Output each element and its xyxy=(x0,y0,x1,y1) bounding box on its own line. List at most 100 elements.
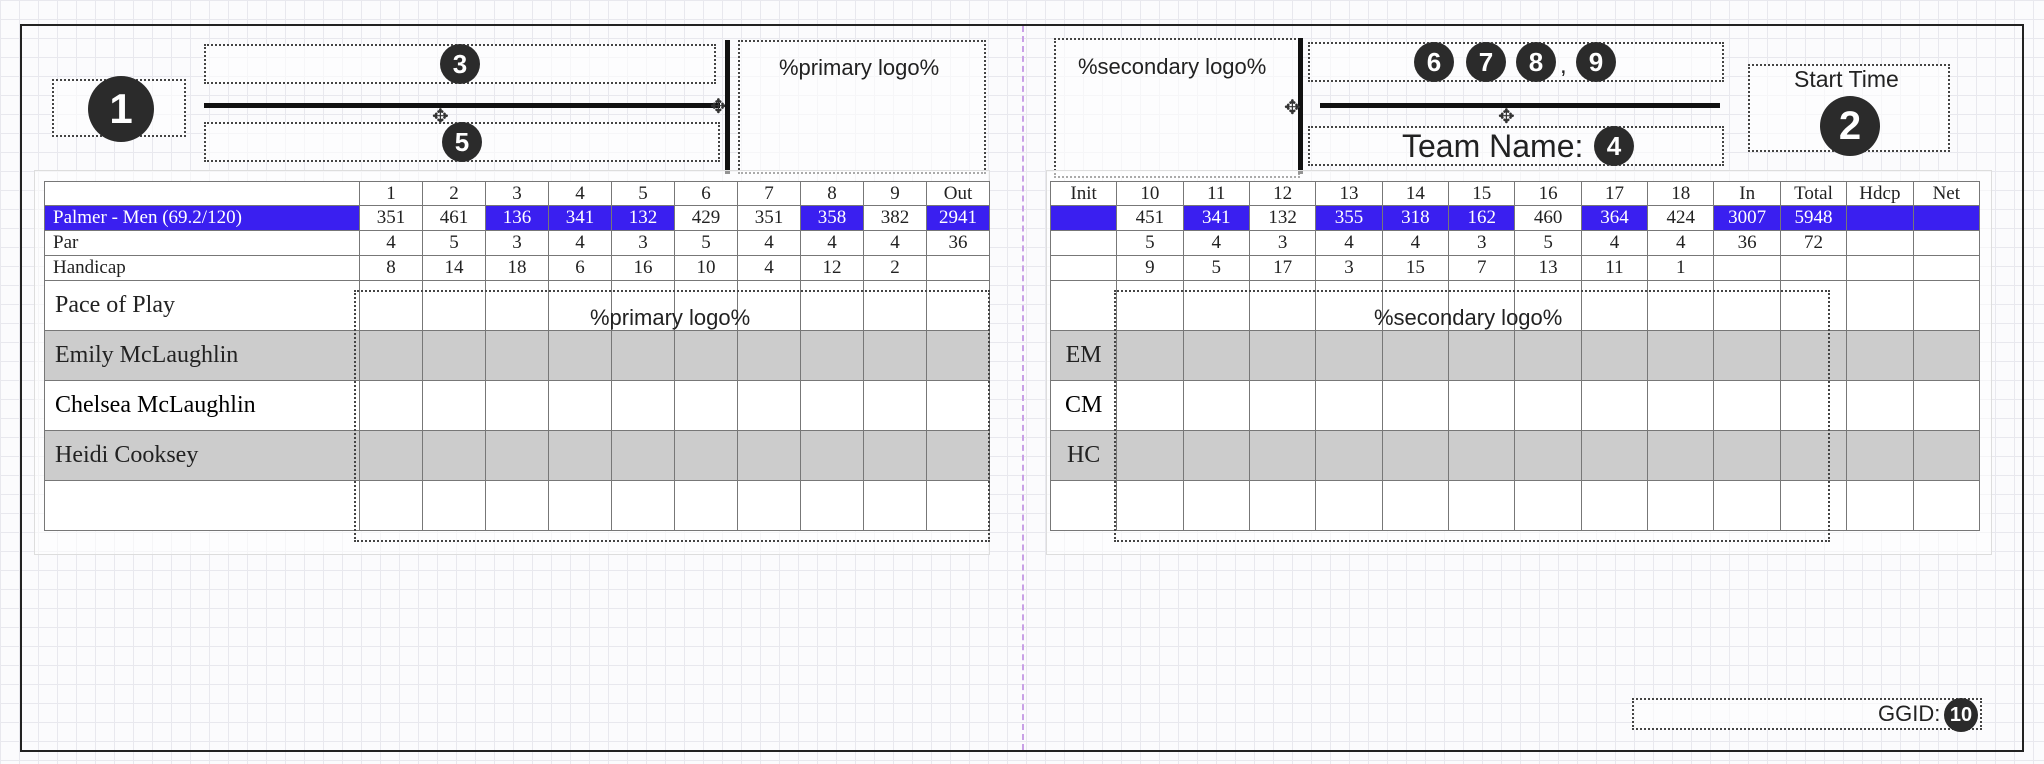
score-cell[interactable] xyxy=(1779,280,1848,331)
score-cell[interactable] xyxy=(737,480,801,531)
score-cell[interactable] xyxy=(1713,380,1781,431)
score-cell[interactable] xyxy=(1846,330,1914,381)
score-cell[interactable] xyxy=(1182,330,1250,381)
score-cell[interactable] xyxy=(485,280,549,331)
score-cell[interactable] xyxy=(1315,330,1383,381)
score-cell[interactable] xyxy=(1381,380,1450,431)
move-handle-icon[interactable]: ✥ xyxy=(710,96,727,118)
score-cell[interactable] xyxy=(1381,430,1450,481)
score-cell[interactable] xyxy=(1182,380,1250,431)
score-cell[interactable] xyxy=(359,280,423,331)
score-cell[interactable] xyxy=(1647,280,1715,331)
score-cell[interactable] xyxy=(1381,280,1450,331)
score-cell[interactable] xyxy=(1580,330,1649,381)
score-cell[interactable] xyxy=(1647,480,1715,531)
score-cell[interactable] xyxy=(1315,480,1383,531)
score-cell[interactable] xyxy=(926,330,990,381)
score-cell[interactable] xyxy=(1912,480,1981,531)
secondary-logo-box[interactable] xyxy=(1054,38,1300,178)
score-cell[interactable] xyxy=(1779,330,1848,381)
score-cell[interactable] xyxy=(548,280,612,331)
score-cell[interactable] xyxy=(1846,280,1914,331)
score-cell[interactable] xyxy=(674,430,738,481)
score-cell[interactable] xyxy=(1713,280,1781,331)
score-cell[interactable] xyxy=(800,280,864,331)
score-cell[interactable] xyxy=(863,330,927,381)
score-cell[interactable] xyxy=(548,330,612,381)
score-cell[interactable] xyxy=(1514,480,1582,531)
score-cell[interactable] xyxy=(1315,430,1383,481)
score-cell[interactable] xyxy=(926,280,990,331)
score-cell[interactable] xyxy=(1912,380,1981,431)
score-cell[interactable] xyxy=(674,330,738,381)
score-cell[interactable] xyxy=(422,330,486,381)
score-cell[interactable] xyxy=(800,480,864,531)
score-cell[interactable] xyxy=(1580,280,1649,331)
score-cell[interactable] xyxy=(1116,330,1184,381)
score-cell[interactable] xyxy=(611,280,675,331)
score-cell[interactable] xyxy=(1116,480,1184,531)
score-cell[interactable] xyxy=(1514,280,1582,331)
score-cell[interactable] xyxy=(1448,380,1516,431)
score-cell[interactable] xyxy=(1448,480,1516,531)
move-handle-icon[interactable]: ✥ xyxy=(1498,106,1515,128)
score-cell[interactable] xyxy=(1448,330,1516,381)
score-cell[interactable] xyxy=(1381,330,1450,381)
score-cell[interactable] xyxy=(1381,480,1450,531)
score-cell[interactable] xyxy=(1514,380,1582,431)
score-cell[interactable] xyxy=(1514,430,1582,481)
score-cell[interactable] xyxy=(800,430,864,481)
score-cell[interactable] xyxy=(1315,380,1383,431)
score-cell[interactable] xyxy=(1448,430,1516,481)
score-cell[interactable] xyxy=(1779,430,1848,481)
team-name-box[interactable] xyxy=(1308,126,1724,166)
score-cell[interactable] xyxy=(1912,330,1981,381)
score-cell[interactable] xyxy=(1248,380,1317,431)
score-cell[interactable] xyxy=(1846,480,1914,531)
score-cell[interactable] xyxy=(359,430,423,481)
score-cell[interactable] xyxy=(611,380,675,431)
score-cell[interactable] xyxy=(1713,430,1781,481)
score-cell[interactable] xyxy=(548,430,612,481)
score-cell[interactable] xyxy=(737,380,801,431)
score-cell[interactable] xyxy=(1315,280,1383,331)
field-slot-6-9[interactable] xyxy=(1308,42,1724,82)
score-cell[interactable] xyxy=(1248,280,1317,331)
score-cell[interactable] xyxy=(611,430,675,481)
score-cell[interactable] xyxy=(1182,430,1250,481)
score-cell[interactable] xyxy=(737,430,801,481)
score-cell[interactable] xyxy=(800,380,864,431)
score-cell[interactable] xyxy=(1182,280,1250,331)
score-cell[interactable] xyxy=(422,380,486,431)
ggid-box[interactable] xyxy=(1632,698,1982,730)
score-cell[interactable] xyxy=(485,330,549,381)
score-cell[interactable] xyxy=(1912,280,1981,331)
score-cell[interactable] xyxy=(800,330,864,381)
score-cell[interactable] xyxy=(422,480,486,531)
score-cell[interactable] xyxy=(611,480,675,531)
score-cell[interactable] xyxy=(359,330,423,381)
score-cell[interactable] xyxy=(1248,430,1317,481)
score-cell[interactable] xyxy=(863,380,927,431)
score-cell[interactable] xyxy=(548,480,612,531)
score-cell[interactable] xyxy=(1779,380,1848,431)
score-cell[interactable] xyxy=(1647,380,1715,431)
score-cell[interactable] xyxy=(1116,430,1184,481)
score-cell[interactable] xyxy=(1248,330,1317,381)
score-cell[interactable] xyxy=(926,430,990,481)
score-cell[interactable] xyxy=(863,430,927,481)
score-cell[interactable] xyxy=(863,280,927,331)
score-cell[interactable] xyxy=(1116,380,1184,431)
score-cell[interactable] xyxy=(926,380,990,431)
score-cell[interactable] xyxy=(1514,330,1582,381)
score-cell[interactable] xyxy=(1779,480,1848,531)
score-cell[interactable] xyxy=(485,430,549,481)
score-cell[interactable] xyxy=(1713,480,1781,531)
score-cell[interactable] xyxy=(1580,380,1649,431)
score-cell[interactable] xyxy=(1248,480,1317,531)
score-cell[interactable] xyxy=(737,280,801,331)
score-cell[interactable] xyxy=(674,380,738,431)
score-cell[interactable] xyxy=(422,280,486,331)
score-cell[interactable] xyxy=(1116,280,1184,331)
score-cell[interactable] xyxy=(359,380,423,431)
